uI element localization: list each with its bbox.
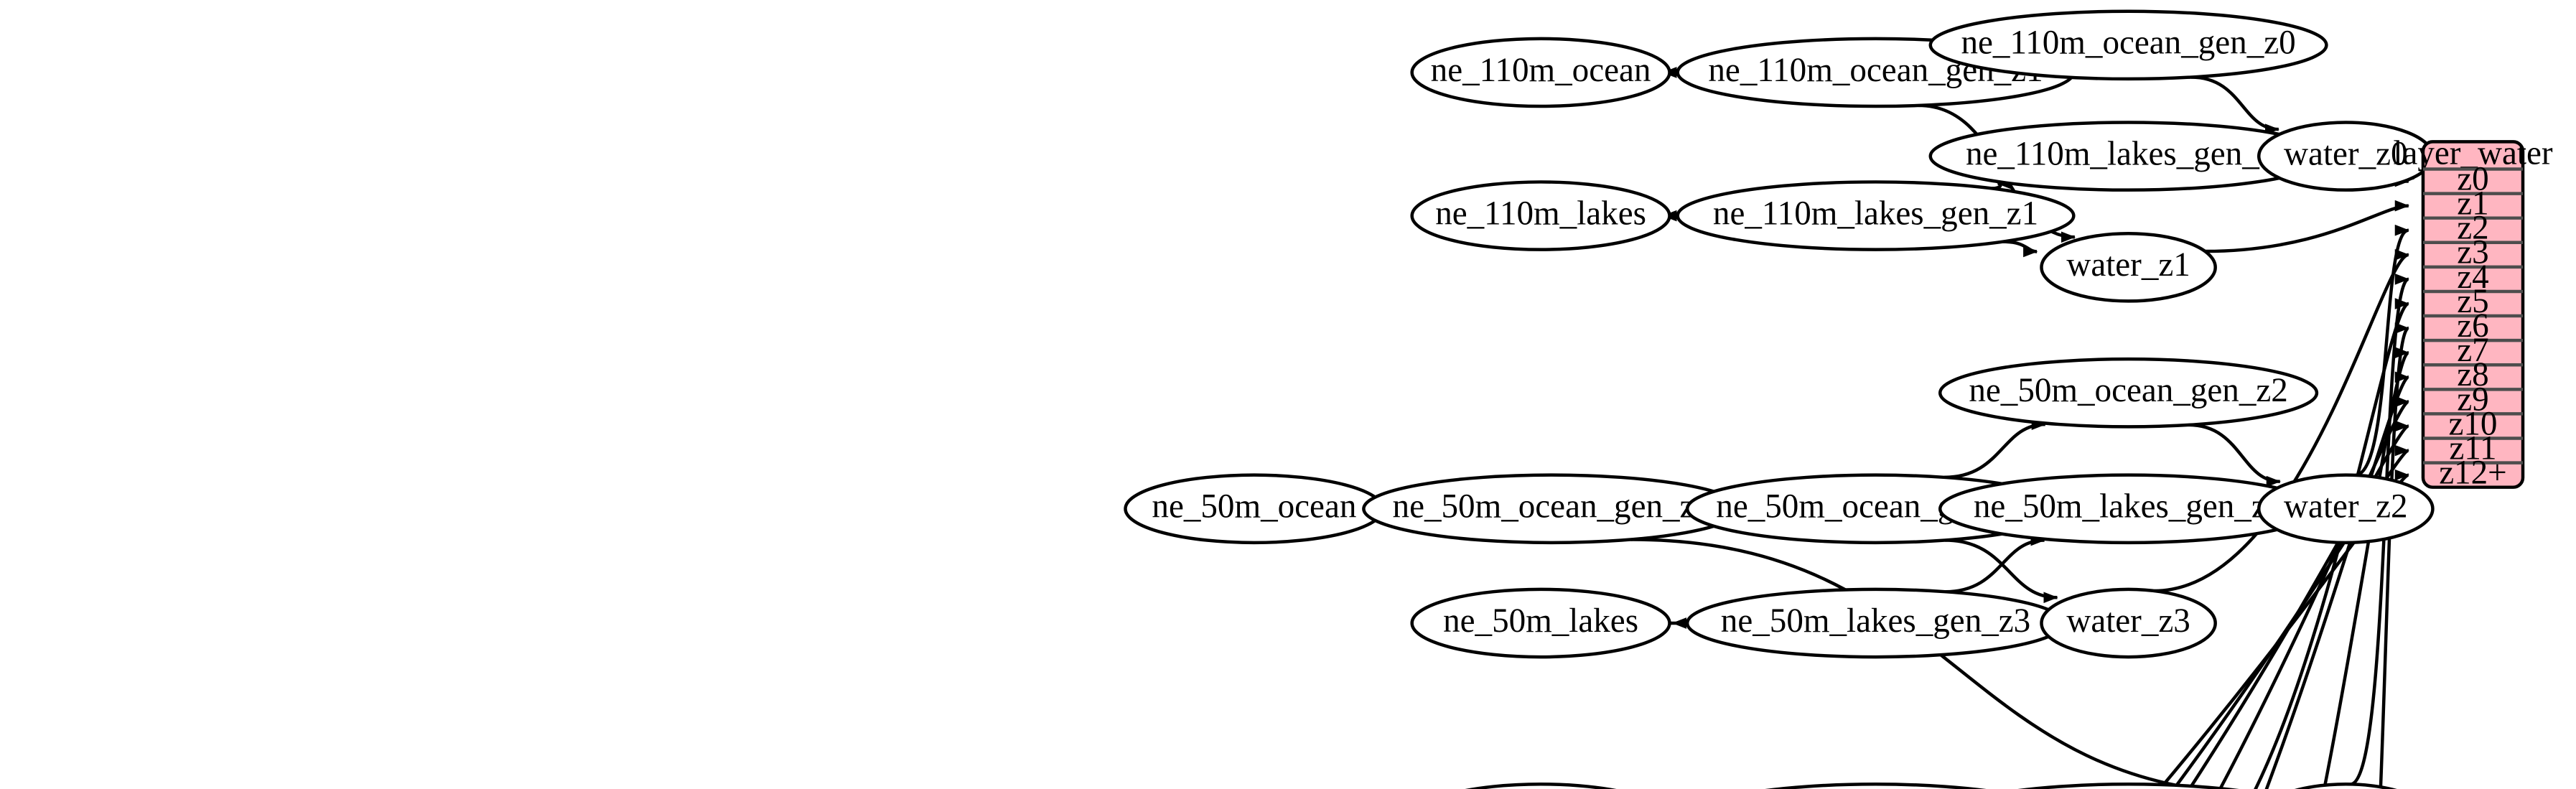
graph-node[interactable]: ne_50m_ocean_gen_z2 (1938, 357, 2319, 429)
graph-edge (1630, 538, 2271, 789)
layer-table-row-z1[interactable]: z1 (2457, 185, 2488, 223)
graph-node[interactable]: water_z3 (2040, 587, 2217, 659)
layer-table-row-z7[interactable]: z7 (2457, 332, 2488, 369)
graph-node[interactable]: water_z2 (2257, 473, 2435, 545)
layer-table-row-z5[interactable]: z5 (2457, 283, 2488, 320)
layer-table-row-z3[interactable]: z3 (2457, 234, 2488, 271)
graph-node[interactable]: ne_110m_ocean (1410, 37, 1671, 108)
nodes-layer: imposm3osm_water_polygonosm_ocean_polygo… (1124, 9, 2435, 789)
node-shape[interactable] (1410, 180, 1671, 251)
node-shape[interactable] (1676, 180, 2076, 251)
graph-node[interactable]: water_z1 (2040, 231, 2217, 303)
layer-edge (2254, 298, 2409, 789)
layer-edge (2218, 396, 2409, 789)
graph-node[interactable]: ne_50m_ocean (1124, 473, 1385, 545)
node-shape[interactable] (1928, 9, 2328, 81)
node-shape[interactable] (1940, 783, 2317, 789)
graph-node[interactable]: ne_50m_lakes_gen_z3 (1685, 587, 2066, 659)
graph-edge (2002, 240, 2038, 258)
layer-table-row-z4[interactable]: z4 (2457, 258, 2488, 296)
node-shape[interactable] (2257, 473, 2435, 545)
graph-node[interactable]: ne_10m_lakes (1412, 783, 1670, 789)
graph-node[interactable]: ne_110m_lakes_gen_z1 (1676, 180, 2076, 251)
node-shape[interactable] (2040, 231, 2217, 303)
node-shape[interactable] (1410, 37, 1671, 108)
node-shape[interactable] (1938, 357, 2319, 429)
layer-table-row-z10[interactable]: z10 (2448, 405, 2497, 442)
layer-table-row-z12+[interactable]: z12+ (2439, 454, 2507, 492)
node-shape[interactable] (1412, 783, 1670, 789)
node-shape[interactable] (1685, 587, 2066, 659)
layer-table-row-z8[interactable]: z8 (2457, 356, 2488, 393)
graph-node[interactable]: water_z4 (2259, 783, 2432, 789)
layer-edge (2205, 200, 2409, 253)
graph-node[interactable]: ne_10m_lakes_gen_z5 (1687, 783, 2064, 789)
layer-table-row-z11[interactable]: z11 (2449, 429, 2496, 467)
layer-table-title: layer_water (2393, 134, 2552, 172)
graph-node[interactable]: ne_10m_lakes_gen_z4 (1940, 783, 2317, 789)
graph-node[interactable]: ne_110m_lakes (1410, 180, 1671, 251)
layer-table-row-z6[interactable]: z6 (2457, 307, 2488, 345)
node-shape[interactable] (1687, 783, 2064, 789)
node-shape[interactable] (2259, 783, 2432, 789)
graph-edge (1944, 419, 2046, 480)
layer-edge (2354, 225, 2409, 477)
layer-table-row-z2[interactable]: z2 (2457, 210, 2488, 247)
layer-edge (2157, 470, 2409, 789)
node-shape[interactable] (2040, 587, 2217, 659)
graph-edge (1945, 534, 2045, 594)
layer-table-row-z0[interactable]: z0 (2457, 160, 2488, 197)
graph-node[interactable]: ne_110m_ocean_gen_z0 (1928, 9, 2328, 81)
node-shape[interactable] (1124, 473, 1385, 545)
graph-edge (2188, 423, 2281, 487)
layer-table-row-z9[interactable]: z9 (2457, 381, 2488, 418)
graph-node[interactable]: ne_50m_ocean_gen_z4 (1362, 473, 1742, 545)
graph-node[interactable]: ne_50m_lakes (1410, 587, 1671, 659)
layer-edge (2154, 249, 2409, 593)
layer-water-table[interactable]: layer_waterz0z1z2z3z4z5z6z7z8z9z10z11z12… (2393, 134, 2552, 491)
graph-edge (1945, 538, 2058, 604)
node-shape[interactable] (1362, 473, 1742, 545)
node-shape[interactable] (1410, 587, 1671, 659)
graph-edge (2190, 75, 2279, 135)
layer-edge (2264, 372, 2409, 789)
